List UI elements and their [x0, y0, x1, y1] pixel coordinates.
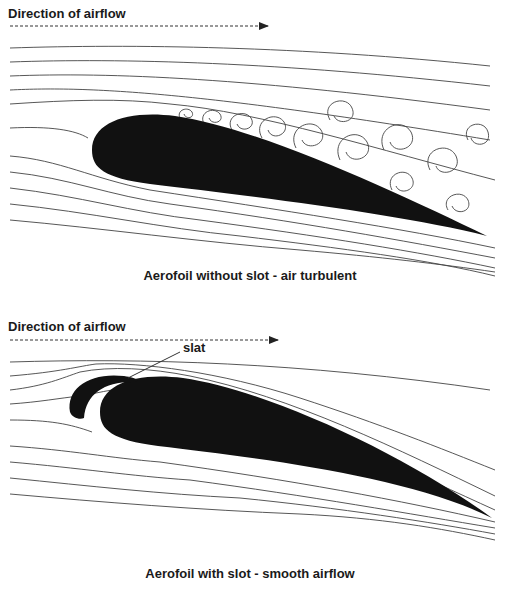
aerofoil [100, 376, 492, 518]
streamlines [10, 361, 495, 540]
diagram-caption: Aerofoil without slot - air turbulent [143, 268, 356, 283]
airflow-direction-label: Direction of airflow [8, 319, 126, 334]
airflow-direction-label: Direction of airflow [8, 6, 126, 21]
part-label: slat [183, 340, 205, 355]
streamlines [10, 46, 495, 276]
slat-shape [70, 375, 138, 418]
leader-line [128, 352, 180, 378]
aerofoil [92, 114, 487, 236]
diagram-caption: Aerofoil with slot - smooth airflow [145, 566, 354, 581]
